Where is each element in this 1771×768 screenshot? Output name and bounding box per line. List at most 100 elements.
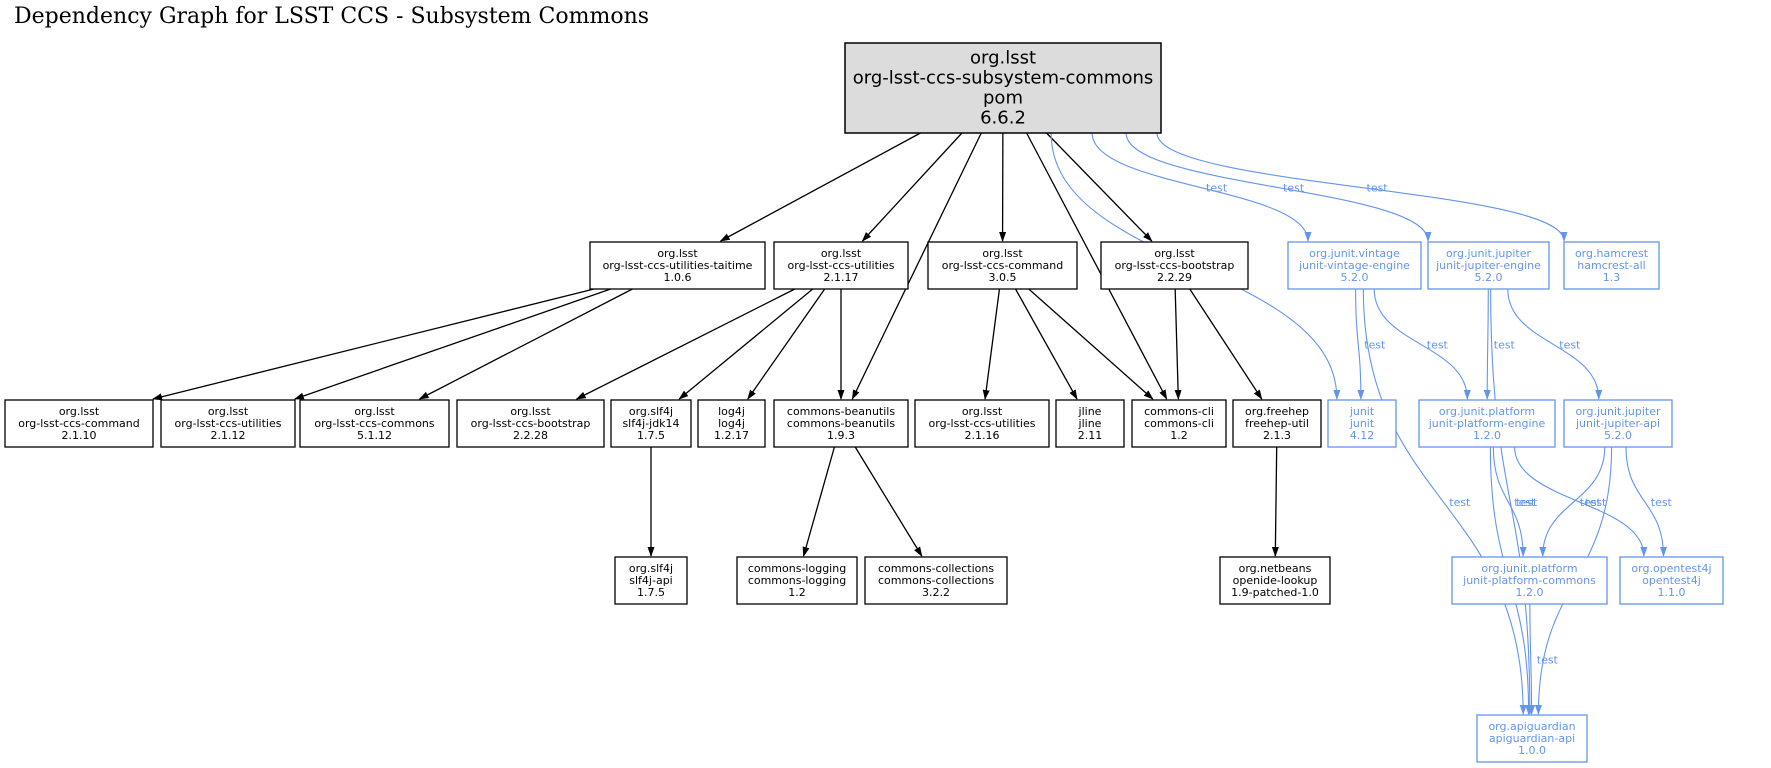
edge-line xyxy=(1507,288,1603,400)
node-label-line: junit-jupiter-api xyxy=(1575,417,1660,430)
edge-line xyxy=(1028,288,1154,400)
edge-line xyxy=(1490,288,1534,715)
node-label-line: org.lsst xyxy=(657,247,698,260)
node-label-line: 5.2.0 xyxy=(1341,271,1369,284)
edge-line xyxy=(1355,288,1365,400)
dependency-edge: test xyxy=(1091,132,1312,242)
edge-line xyxy=(418,288,633,400)
edge-line xyxy=(861,132,963,242)
node-box xyxy=(1427,241,1550,290)
node-label-line: org.apiguardian xyxy=(1488,720,1575,733)
node-label-line: org.hamcrest xyxy=(1575,247,1649,260)
node-label-line: 1.0.0 xyxy=(1518,744,1546,757)
dependency-edge xyxy=(982,288,1001,400)
dependency-edge: test xyxy=(1125,132,1432,242)
edge-line xyxy=(1091,132,1312,242)
edge-label: test xyxy=(1514,496,1536,509)
dependency-edge xyxy=(802,446,836,557)
node-label-line: log4j xyxy=(718,417,745,430)
node-label-line: commons-logging xyxy=(748,574,846,587)
dependency-edge: test xyxy=(1373,288,1471,400)
dependency-edge: test xyxy=(1528,603,1559,715)
dependency-edge xyxy=(418,288,633,400)
node-label-line: 1.7.5 xyxy=(637,586,665,599)
node-label-line: org.junit.platform xyxy=(1439,405,1535,418)
node-label-line: openide-lookup xyxy=(1233,574,1318,587)
node-box xyxy=(1287,241,1422,290)
node-label-line: 6.6.2 xyxy=(980,108,1026,129)
node-label-line: org-lsst-ccs-utilities xyxy=(788,259,895,272)
node-box xyxy=(160,399,296,448)
node-label-line: junit-vintage-engine xyxy=(1298,259,1410,272)
node-label-line: 1.2 xyxy=(788,586,806,599)
edge-label: test xyxy=(1283,182,1305,195)
edge-line xyxy=(1026,132,1168,400)
node-label-line: 1.9-patched-1.0 xyxy=(1231,586,1319,599)
node-label-line: org-lsst-ccs-commons xyxy=(314,417,435,430)
node-label-line: org.junit.platform xyxy=(1481,562,1577,575)
node-label-line: slf4j-jdk14 xyxy=(622,417,679,430)
dependency-edge xyxy=(575,288,796,400)
edge-line xyxy=(1514,446,1648,557)
edge-label: test xyxy=(1651,496,1673,509)
node-label-line: 5.2.0 xyxy=(1475,271,1503,284)
node-label-line: org.netbeans xyxy=(1239,562,1312,575)
node-label-line: org-lsst-ccs-command xyxy=(942,259,1064,272)
node-box xyxy=(1418,399,1556,448)
node-label-line: 2.2.29 xyxy=(1157,271,1192,284)
node-label-line: 1.9.3 xyxy=(827,429,855,442)
node-jupiterengine: org.junit.jupiterjunit-jupiter-engine5.2… xyxy=(1427,241,1550,290)
node-label-line: org.lsst xyxy=(962,405,1003,418)
dependency-edge: test xyxy=(1514,446,1648,557)
dependency-edge: test xyxy=(1490,288,1538,715)
node-label-line: org.lsst xyxy=(970,48,1036,69)
node-label-line: junit xyxy=(1349,405,1375,418)
node-label-line: org-lsst-ccs-bootstrap xyxy=(471,417,591,430)
dependency-edge: test xyxy=(1156,132,1568,242)
edge-line xyxy=(1483,288,1491,400)
edge-label: test xyxy=(1364,339,1386,352)
node-label-line: org.lsst xyxy=(59,405,100,418)
node-label-line: slf4j-api xyxy=(629,574,672,587)
edge-line xyxy=(1528,603,1536,715)
edge-line xyxy=(575,288,796,400)
node-label-line: 2.1.12 xyxy=(211,429,246,442)
dependency-edge: test xyxy=(1539,446,1606,557)
edge-line xyxy=(851,132,982,400)
node-box xyxy=(610,399,692,448)
edge-label: test xyxy=(1449,496,1471,509)
node-label-line: commons-beanutils xyxy=(787,417,895,430)
node-label-line: org-lsst-ccs-utilities xyxy=(175,417,282,430)
node-label-line: 2.11 xyxy=(1078,429,1103,442)
dependency-edge: test xyxy=(1625,446,1673,557)
dependency-edge xyxy=(1189,288,1263,400)
node-box xyxy=(927,241,1078,290)
node-platformcommons: org.junit.platformjunit-platform-commons… xyxy=(1451,556,1608,605)
node-label-line: org.lsst xyxy=(354,405,395,418)
node-label-line: freehep-util xyxy=(1245,417,1309,430)
dependency-edge: test xyxy=(1483,288,1516,400)
edge-line xyxy=(1492,446,1527,557)
node-label-line: jline xyxy=(1078,417,1102,430)
node-openide: org.netbeansopenide-lookup1.9-patched-1.… xyxy=(1219,556,1331,605)
node-label-line: 1.1.0 xyxy=(1658,586,1686,599)
node-label-line: commons-cli xyxy=(1144,417,1214,430)
node-box xyxy=(1100,241,1249,290)
edge-line xyxy=(1046,132,1153,242)
node-box xyxy=(1451,556,1608,605)
edge-line xyxy=(152,288,595,401)
node-label-line: org.slf4j xyxy=(629,405,673,418)
edge-line xyxy=(802,446,836,557)
node-box xyxy=(1619,556,1724,605)
edge-line xyxy=(1014,288,1078,400)
edge-line xyxy=(1271,446,1279,557)
node-label-line: junit-jupiter-engine xyxy=(1435,259,1541,272)
